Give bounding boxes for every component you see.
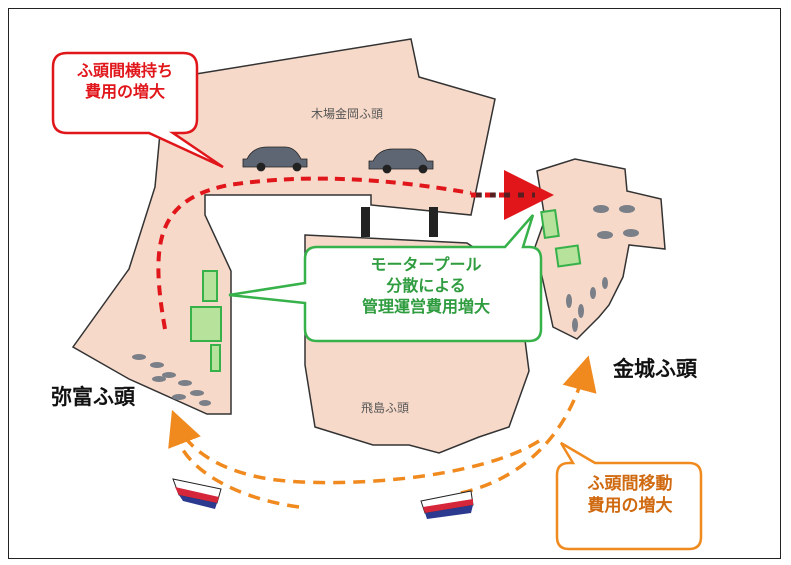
red-callout-line2: 費用の増大 — [84, 81, 165, 101]
bridge-left — [361, 207, 370, 237]
orange-route-arrow-2 — [175, 436, 300, 509]
ship-icon — [172, 478, 222, 509]
green-callout-line3: 管理運営費用増大 — [361, 296, 490, 316]
red-callout-text: ふ頭間横持ち 費用の増大 — [55, 61, 195, 103]
orange-callout-text: ふ頭間移動 費用の増大 — [559, 473, 701, 517]
pier-label-yatomi: 弥富ふ頭 — [51, 385, 135, 409]
orange-route-arrow — [168, 409, 540, 485]
pier-label-tobishima: 飛島ふ頭 — [361, 401, 410, 415]
car-cluster-kinjo — [566, 205, 639, 332]
green-callout-bubble — [228, 214, 543, 343]
port-map — [51, 38, 703, 551]
orange-route-arrow-3 — [460, 355, 597, 495]
green-callout-line2: 分散による — [386, 275, 466, 295]
motor-pool-areas — [190, 209, 582, 372]
ship-icon — [420, 490, 474, 519]
pier-label-kiba: 木場金岡ふ頭 — [311, 107, 384, 121]
pier-label-kinjo: 金城ふ頭 — [613, 357, 697, 381]
red-callout-line1: ふ頭間横持ち — [76, 61, 173, 80]
red-route-arrow — [156, 176, 472, 330]
green-callout-line1: モータープール — [370, 255, 482, 274]
car-icon — [242, 146, 308, 172]
orange-callout-line1: ふ頭間移動 — [587, 474, 673, 494]
kinjo-land — [534, 158, 666, 340]
red-callout-bubble — [51, 51, 224, 169]
car-cluster-yatomi — [132, 354, 211, 406]
orange-callout-bubble — [555, 441, 703, 551]
orange-callout-line2: 費用の増大 — [587, 496, 673, 517]
bridge-right — [429, 207, 438, 237]
diagram-frame: 木場金岡ふ頭 飛島ふ頭 金城ふ頭 弥富ふ頭 ふ頭間横持ち 費用の増大 モータープ… — [8, 8, 781, 559]
car-icon — [368, 148, 434, 174]
green-callout-text: モータープール 分散による 管理運営費用増大 — [307, 255, 545, 317]
